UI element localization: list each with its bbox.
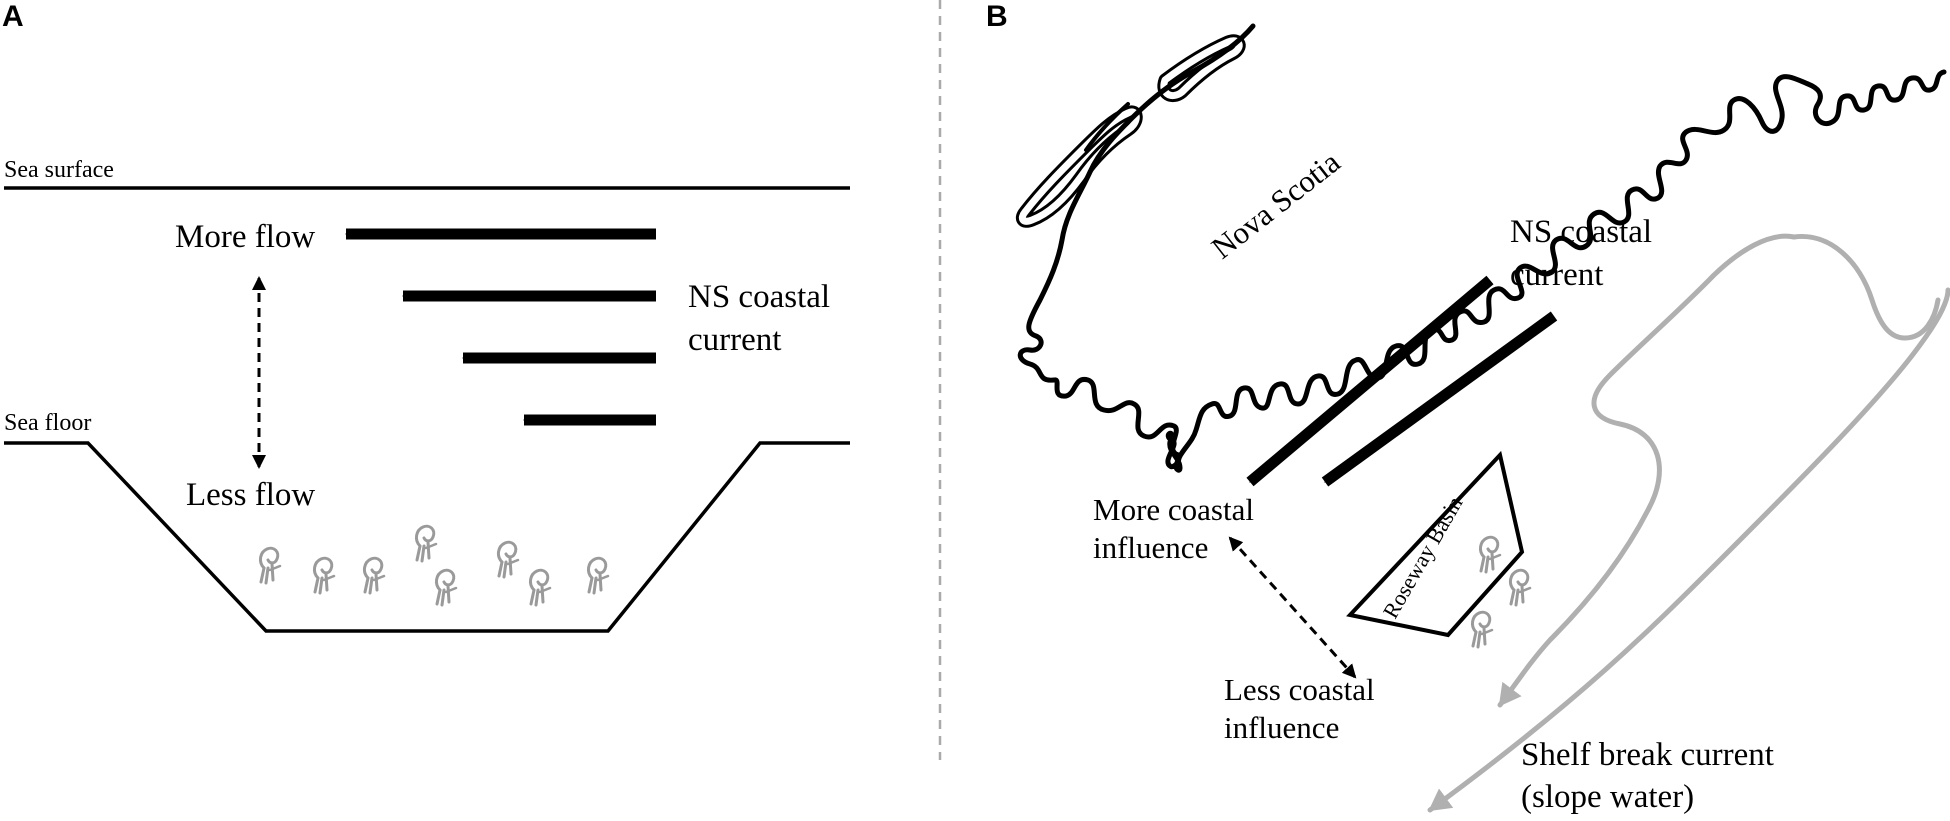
current-arrows (345, 228, 656, 426)
coral-icon (258, 546, 282, 585)
a-current-label-line2: current (688, 322, 781, 358)
more-flow-label: More flow (175, 219, 315, 255)
panel-a-letter: A (2, 0, 24, 33)
coral-icon (586, 556, 610, 595)
influence-gradient-arrow (1228, 536, 1357, 679)
shelf-label-line2: (slope water) (1521, 779, 1694, 815)
less-flow-label: Less flow (186, 477, 315, 513)
coral-icon (434, 568, 458, 607)
less-influence-line1: Less coastal (1224, 672, 1375, 707)
panel-a: A Sea surface Sea floor More flow Less f… (2, 0, 850, 633)
coral-icon (1478, 535, 1502, 574)
nova-scotia-coastline (1015, 23, 1947, 473)
coastal-arrow-2 (1321, 311, 1558, 487)
b-current-label-line2: current (1510, 257, 1603, 293)
coral-icon (414, 524, 438, 563)
nova-scotia-label: Nova Scotia (1205, 144, 1347, 266)
sea-floor-trench (4, 441, 850, 633)
more-influence-line2: influence (1093, 530, 1208, 565)
sea-floor-label: Sea floor (4, 410, 91, 436)
shelf-break-current (1427, 233, 1950, 813)
coastal-arrow-1 (1246, 275, 1494, 487)
coral-icon (528, 568, 552, 607)
roseway-basin-label: Roseway Basin (1378, 492, 1468, 623)
panel-b: B Nova Scotia NS coastal current More co… (986, 0, 1950, 815)
coral-group-a (258, 524, 610, 607)
less-influence-line2: influence (1224, 710, 1339, 745)
coral-icon (362, 556, 386, 595)
coral-icon (1508, 568, 1532, 607)
sea-surface-label: Sea surface (4, 157, 114, 183)
b-current-label-line1: NS coastal (1510, 214, 1652, 250)
more-influence-line1: More coastal (1093, 492, 1254, 527)
coral-icon (312, 556, 336, 595)
shelf-label-line1: Shelf break current (1521, 737, 1774, 773)
coral-icon (1470, 610, 1494, 649)
shelf-current-inner (1497, 233, 1797, 708)
shelf-current-outer (1427, 287, 1950, 813)
a-current-label-line1: NS coastal (688, 279, 830, 315)
panel-b-letter: B (986, 0, 1008, 33)
coastal-current-arrows (1246, 275, 1558, 487)
roseway-basin-outline (1346, 450, 1525, 638)
coral-icon (496, 540, 520, 579)
